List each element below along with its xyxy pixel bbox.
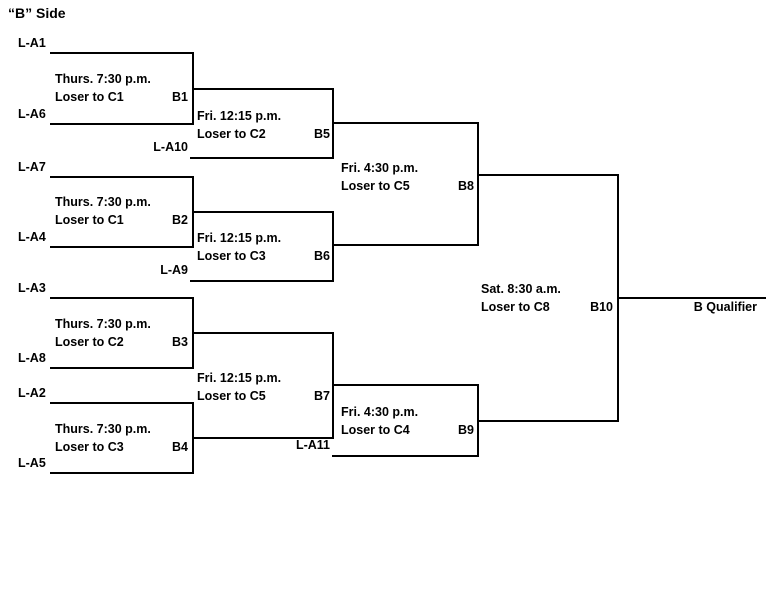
- entry-label-l-a6: L-A6: [18, 107, 46, 121]
- entry-label-l-a8: L-A8: [18, 351, 46, 365]
- game-b6: Fri. 12:15 p.m. Loser to C3 B6: [197, 229, 330, 265]
- line-winner-b8: [477, 174, 619, 176]
- line-winner-b2: [192, 211, 332, 213]
- feeder-label-l-a9: L-A9: [160, 263, 188, 277]
- line-entry-l-a2: [50, 402, 192, 404]
- game-b9-loser-to: Loser to C4: [341, 423, 410, 437]
- game-b4: Thurs. 7:30 p.m. Loser to C3 B4: [55, 420, 188, 456]
- connector-game-b6: [332, 211, 334, 282]
- game-b3: Thurs. 7:30 p.m. Loser to C2 B3: [55, 315, 188, 351]
- game-b5-number: B5: [314, 127, 330, 141]
- game-b9-number: B9: [458, 423, 474, 437]
- game-b2-time: Thurs. 7:30 p.m.: [55, 195, 151, 209]
- game-b10-time: Sat. 8:30 a.m.: [481, 282, 561, 296]
- game-b7: Fri. 12:15 p.m. Loser to C5 B7: [197, 369, 330, 405]
- game-b5-loser-to: Loser to C2: [197, 127, 266, 141]
- game-b1-number: B1: [172, 90, 188, 104]
- line-b-qualifier: [617, 297, 766, 299]
- entry-label-l-a1: L-A1: [18, 36, 46, 50]
- entry-label-l-a2: L-A2: [18, 386, 46, 400]
- game-b6-number: B6: [314, 249, 330, 263]
- game-b4-time: Thurs. 7:30 p.m.: [55, 422, 151, 436]
- game-b4-loser-to: Loser to C3: [55, 440, 124, 454]
- line-winner-b9: [477, 420, 619, 422]
- line-winner-b1: [192, 88, 332, 90]
- game-b2: Thurs. 7:30 p.m. Loser to C1 B2: [55, 193, 188, 229]
- game-b8-loser-to: Loser to C5: [341, 179, 410, 193]
- game-b4-number: B4: [172, 440, 188, 454]
- game-b9-time: Fri. 4:30 p.m.: [341, 405, 419, 419]
- line-entry-l-a3: [50, 297, 192, 299]
- line-entry-l-a4: [50, 246, 192, 248]
- game-b6-loser-to: Loser to C3: [197, 249, 266, 263]
- game-b1: Thurs. 7:30 p.m. Loser to C1 B1: [55, 70, 188, 106]
- game-b8: Fri. 4:30 p.m. Loser to C5 B8: [341, 159, 474, 195]
- game-b9: Fri. 4:30 p.m. Loser to C4 B9: [341, 403, 474, 439]
- game-b10-loser-to: Loser to C8: [481, 300, 550, 314]
- line-winner-b5: [332, 122, 477, 124]
- line-entry-l-a7: [50, 176, 192, 178]
- line-winner-b7: [332, 384, 477, 386]
- game-b5: Fri. 12:15 p.m. Loser to C2 B5: [197, 107, 330, 143]
- line-feeder-l-a11: [332, 455, 477, 457]
- game-b7-number: B7: [314, 389, 330, 403]
- game-b2-number: B2: [172, 213, 188, 227]
- line-entry-l-a6: [50, 123, 192, 125]
- entry-label-l-a3: L-A3: [18, 281, 46, 295]
- game-b7-loser-to: Loser to C5: [197, 389, 266, 403]
- line-winner-b4: [192, 437, 332, 439]
- line-entry-l-a5: [50, 472, 192, 474]
- game-b8-number: B8: [458, 179, 474, 193]
- game-b8-time: Fri. 4:30 p.m.: [341, 161, 419, 175]
- feeder-label-l-a10: L-A10: [153, 140, 188, 154]
- line-winner-b3: [192, 332, 332, 334]
- entry-label-l-a5: L-A5: [18, 456, 46, 470]
- connector-game-b8: [477, 122, 479, 246]
- entry-label-l-a4: L-A4: [18, 230, 46, 244]
- bracket-title: “B” Side: [8, 5, 66, 21]
- feeder-label-l-a11: L-A11: [295, 438, 330, 452]
- game-b7-time: Fri. 12:15 p.m.: [197, 371, 282, 385]
- line-feeder-l-a10: [190, 157, 332, 159]
- game-b1-time: Thurs. 7:30 p.m.: [55, 72, 151, 86]
- line-entry-l-a8: [50, 367, 192, 369]
- game-b10-number: B10: [590, 300, 613, 314]
- game-b10: Sat. 8:30 a.m. Loser to C8 B10: [481, 280, 613, 316]
- game-b3-time: Thurs. 7:30 p.m.: [55, 317, 151, 331]
- game-b2-loser-to: Loser to C1: [55, 213, 124, 227]
- game-b5-time: Fri. 12:15 p.m.: [197, 109, 282, 123]
- game-b3-number: B3: [172, 335, 188, 349]
- game-b1-loser-to: Loser to C1: [55, 90, 124, 104]
- game-b3-loser-to: Loser to C2: [55, 335, 124, 349]
- line-entry-l-a1: [50, 52, 192, 54]
- entry-label-l-a7: L-A7: [18, 160, 46, 174]
- line-winner-b6: [332, 244, 477, 246]
- b-qualifier-label: B Qualifier: [693, 300, 757, 314]
- line-feeder-l-a9: [190, 280, 332, 282]
- game-b6-time: Fri. 12:15 p.m.: [197, 231, 282, 245]
